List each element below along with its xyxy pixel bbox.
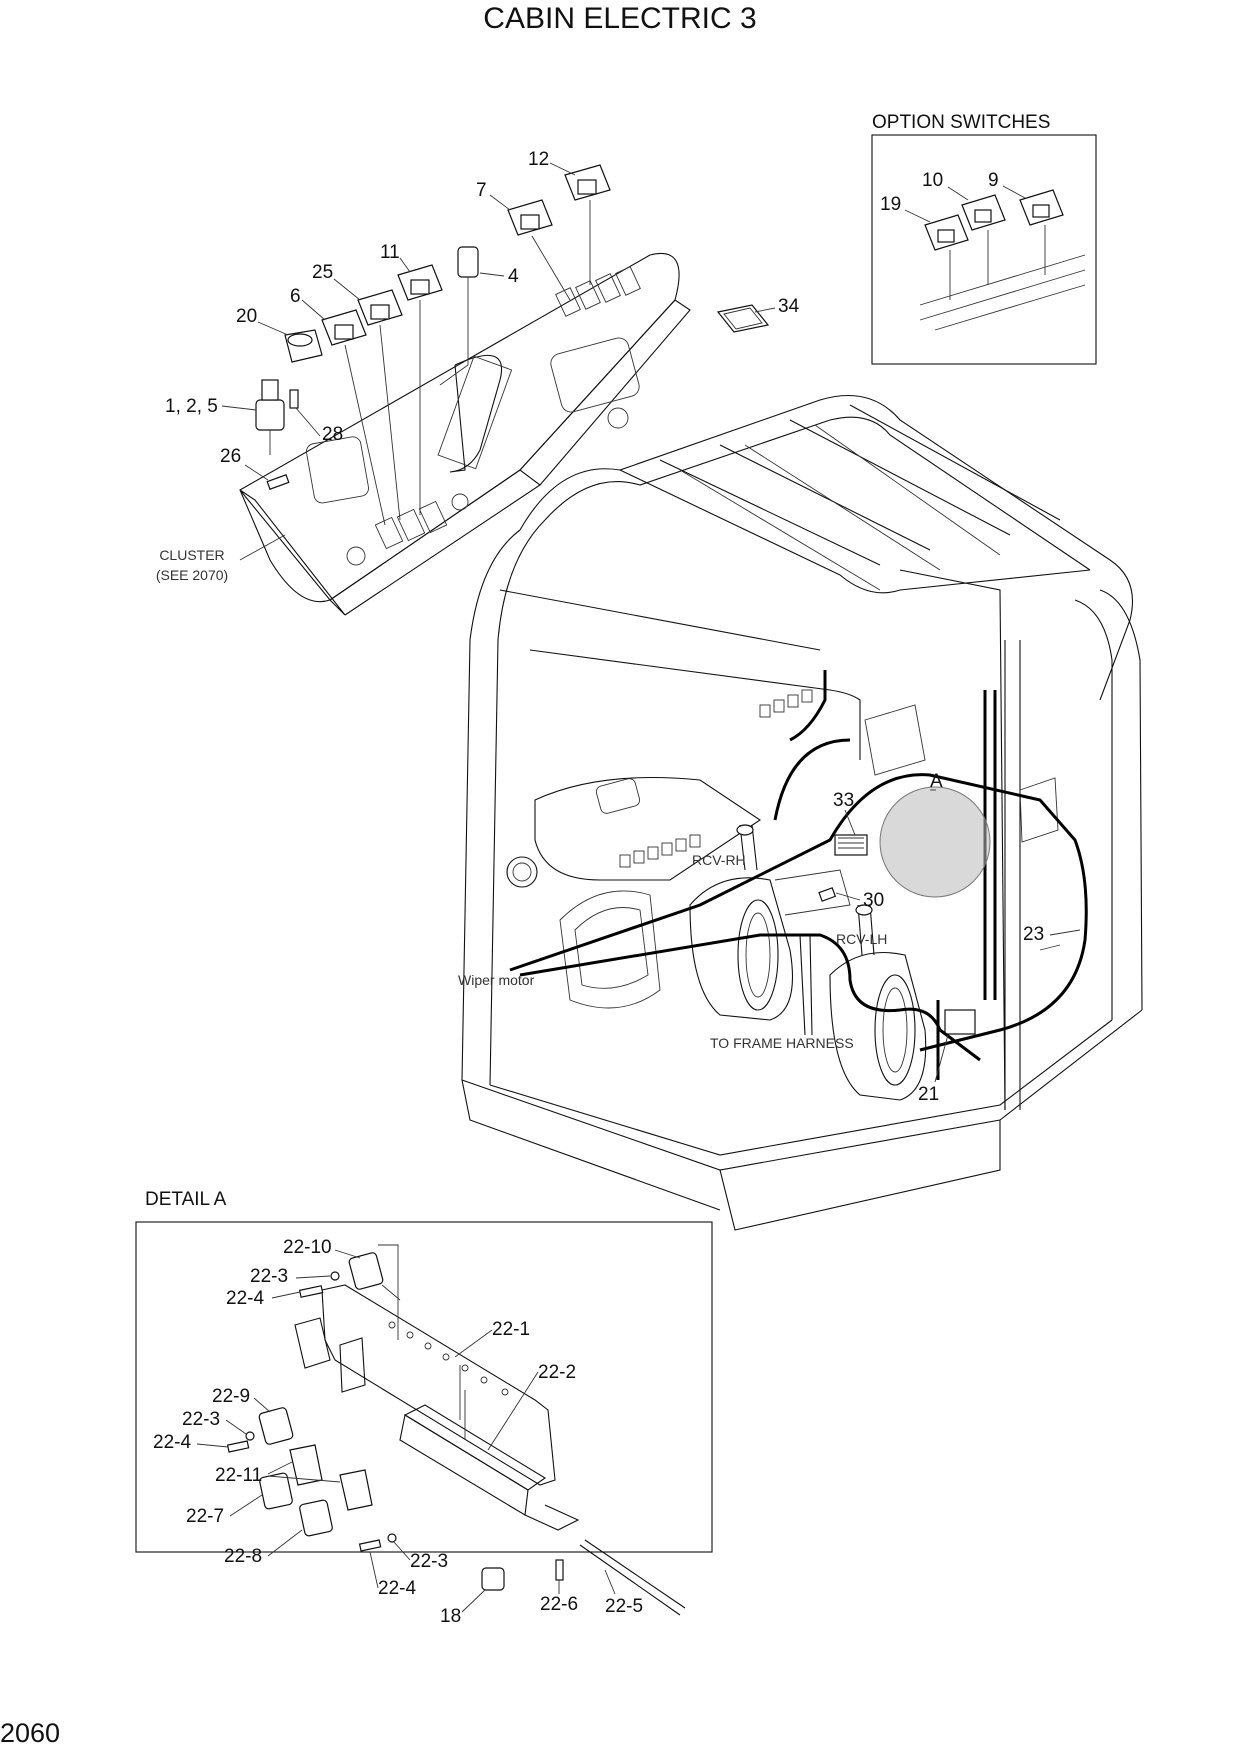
relay-33: [834, 834, 868, 856]
label-21: 21: [918, 1084, 939, 1105]
label-18: 18: [440, 1606, 461, 1627]
cluster-note: CLUSTER: [159, 547, 224, 563]
label-22-11: 22-11: [215, 1465, 262, 1486]
relay-22-7: [259, 1472, 293, 1510]
rocker-switch-6: [321, 309, 386, 526]
label-23: 23: [1023, 924, 1044, 945]
label-22-9: 22-9: [212, 1386, 250, 1407]
label-4: 4: [508, 266, 519, 287]
label-20: 20: [236, 306, 257, 327]
label-11: 11: [380, 242, 400, 263]
knob-switch-20: [284, 329, 323, 363]
label-22-6: 22-6: [540, 1594, 578, 1615]
washer-22-3-c: [387, 1533, 397, 1543]
option-switch-19: [924, 214, 969, 300]
connector-30: [818, 887, 837, 902]
cabin-frame: [461, 394, 1143, 1231]
option-switches-panel: OPTION SWITCHES 10 9 19: [871, 112, 1097, 365]
strap-22-5: [579, 1539, 686, 1616]
screw-26: [266, 474, 290, 490]
label-22-7: 22-7: [186, 1506, 224, 1527]
cover-34: [716, 304, 770, 333]
label-33: 33: [833, 790, 854, 811]
label-6: 6: [290, 286, 301, 307]
rcv-lh-note: RCV-LH: [836, 931, 887, 947]
page-number: 2060: [0, 1718, 60, 1748]
option-switch-9: [1019, 189, 1064, 275]
screw-22-6: [555, 1559, 564, 1581]
label-22-10: 22-10: [283, 1237, 332, 1258]
label-22-4-b: 22-4: [153, 1432, 191, 1453]
rocker-switch-25: [357, 289, 403, 521]
label-28: 28: [322, 424, 343, 445]
dash-switch-row: [619, 834, 701, 868]
rcv-rh-console: [689, 824, 851, 1021]
bolt-22-4-c: [358, 1539, 382, 1552]
switch-4: [439, 246, 479, 386]
bracket-22-11-b: [339, 1469, 373, 1511]
screw-28: [289, 389, 299, 409]
switch-console: [239, 253, 691, 616]
detail-a-title: DETAIL A: [145, 1189, 227, 1210]
lower-switch-slots: [346, 493, 469, 566]
component-21: [944, 1009, 976, 1035]
label-30: 30: [863, 890, 884, 911]
relay-22-8: [299, 1499, 333, 1537]
upper-dash-switch-row: [759, 689, 813, 718]
label-22-8: 22-8: [224, 1546, 262, 1567]
label-12: 12: [528, 149, 549, 170]
diagram-title: CABIN ELECTRIC 3: [483, 2, 756, 35]
rocker-switch-7: [507, 199, 571, 301]
label-22-3-c: 22-3: [410, 1551, 448, 1572]
label-34: 34: [778, 296, 800, 317]
rocker-switch-11: [397, 264, 443, 515]
rcv-rh-note: RCV-RH: [692, 852, 746, 868]
detail-a-frame: [135, 1221, 713, 1553]
wiper-motor-note: Wiper motor: [458, 972, 535, 988]
rocker-switch-12: [564, 164, 611, 285]
label-9: 9: [988, 170, 999, 191]
label-22-5: 22-5: [605, 1596, 643, 1617]
washer-22-3-b: [245, 1431, 255, 1441]
bolt-22-4-b: [226, 1440, 250, 1453]
frame-harness-note: TO FRAME HARNESS: [710, 1035, 854, 1051]
label-22-2: 22-2: [538, 1362, 576, 1383]
label-26: 26: [220, 446, 241, 467]
label-22-3-a: 22-3: [250, 1266, 288, 1287]
detail-a-bracket-assembly: [226, 1244, 686, 1616]
option-switches-title: OPTION SWITCHES: [872, 112, 1050, 133]
cluster-see-note: (SEE 2070): [156, 567, 228, 583]
option-switch-10: [961, 194, 1006, 285]
label-22-3-b: 22-3: [182, 1409, 220, 1430]
label-10: 10: [922, 170, 943, 191]
relay-22-10: [348, 1252, 384, 1290]
label-19: 19: [880, 194, 901, 215]
label-1-2-5: 1, 2, 5: [165, 396, 218, 417]
bolt-22-4-a: [298, 1285, 324, 1298]
cabin-harness: [509, 670, 1088, 1080]
relay-22-9: [258, 1407, 294, 1445]
detail-a-marker-circle: [879, 786, 991, 898]
upper-switch-slots: [555, 266, 641, 317]
label-22-1: 22-1: [492, 1319, 530, 1340]
label-22-4-c: 22-4: [378, 1578, 416, 1599]
start-key-switch: [255, 379, 285, 455]
label-22-4-a: 22-4: [226, 1288, 264, 1309]
detail-a-marker-label: A: [930, 771, 943, 792]
label-25: 25: [312, 262, 333, 283]
rcv-lh-console: [829, 904, 927, 1101]
washer-22-3-a: [330, 1271, 340, 1281]
component-18: [481, 1567, 505, 1591]
label-7: 7: [476, 180, 487, 201]
bracket-22-11-a: [289, 1444, 323, 1486]
